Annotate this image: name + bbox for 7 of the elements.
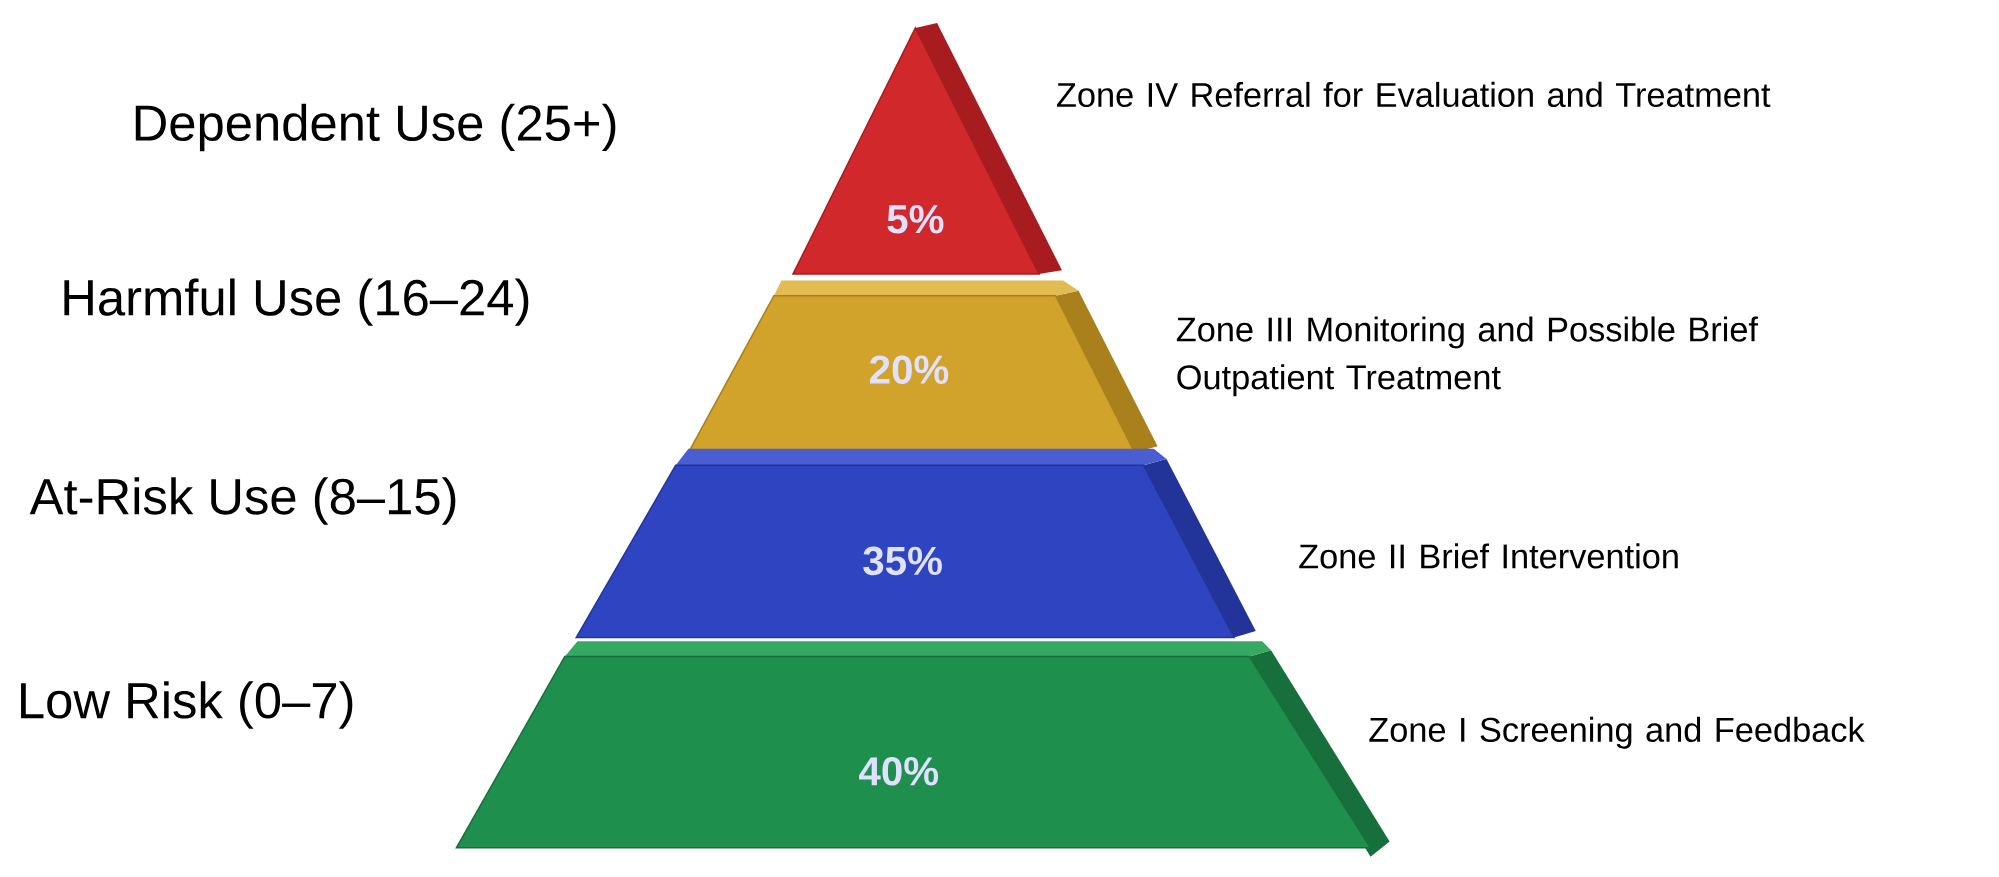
risk-level-label: Dependent Use (25+) (135, 103, 616, 152)
zone-label: Zone II Brief Intervention (1299, 543, 1678, 569)
pyramid-tier: 20% (687, 280, 1158, 454)
risk-level-label: At-Risk Use (8–15) (29, 477, 456, 525)
risk-level-label: Low Risk (0–7) (21, 681, 353, 729)
risk-level-label: Harmful Use (16–24) (64, 278, 529, 326)
zone-label: Zone III Monitoring and Possible Brief Outpatient Treatment (1176, 316, 1759, 397)
